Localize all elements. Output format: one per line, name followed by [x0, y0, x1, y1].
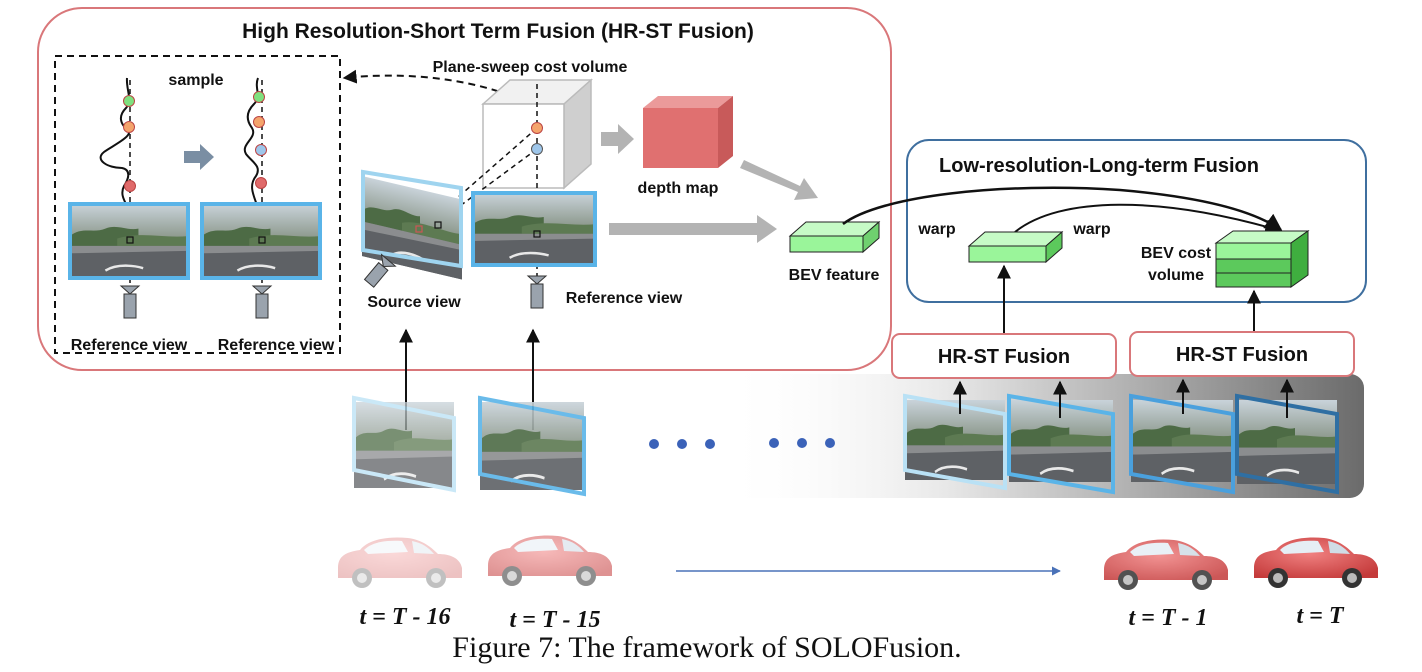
reference-view-label: Reference view	[218, 337, 335, 354]
time-label: t = T - 15	[510, 607, 601, 633]
hrst-fusion-title: High Resolution-Short Term Fusion (HR-ST…	[242, 20, 754, 43]
warp-label: warp	[917, 221, 956, 238]
pixel-marker	[258, 236, 266, 244]
reference-frame-left	[68, 202, 190, 280]
hrst-fusion-box	[1129, 331, 1355, 377]
bev-feature-slab	[967, 230, 1064, 264]
time-label: t = T	[1296, 603, 1344, 629]
bev-feature-label: BEV feature	[789, 267, 880, 284]
depth-hypothesis-orange	[531, 122, 543, 134]
plane-sweep-cost-volume	[481, 78, 593, 190]
reference-frame-right	[200, 202, 322, 280]
camera-icon	[363, 253, 397, 288]
car-icon	[488, 535, 612, 586]
pixel-marker	[434, 221, 442, 229]
sample-point-green	[253, 91, 265, 103]
input-frame	[1007, 393, 1115, 495]
arrow-icon	[740, 160, 818, 200]
bev-feature-slab	[788, 220, 881, 254]
sample-point-blue	[255, 144, 267, 156]
input-frame	[1235, 393, 1339, 495]
input-frame	[352, 395, 456, 493]
hrst-fusion-box	[891, 333, 1117, 379]
bev-cost-label: volume	[1148, 267, 1204, 284]
ellipsis-right	[769, 438, 835, 448]
arrow-icon	[601, 124, 634, 154]
time-label: t = T - 16	[360, 604, 451, 630]
lr-lt-fusion-title: Low-resolution-Long-term Fusion	[939, 155, 1259, 177]
time-label: t = T - 1	[1129, 605, 1208, 631]
reference-view-frame	[471, 191, 597, 267]
input-frame	[1129, 393, 1235, 495]
camera-icon	[526, 275, 548, 309]
sample-dashed-box	[54, 55, 341, 354]
lr-lt-fusion-panel	[906, 139, 1367, 303]
hrst-fusion-panel	[37, 7, 892, 371]
input-frame	[903, 393, 1007, 491]
figure-caption: Figure 7: The framework of SOLOFusion.	[452, 631, 961, 664]
hrst-fusion-box-label: HR-ST Fusion	[938, 346, 1070, 368]
source-view-label: Source view	[367, 294, 461, 311]
car-icon	[1104, 539, 1228, 590]
sample-arrow-icon	[184, 144, 214, 170]
reference-view-label: Reference view	[566, 290, 683, 307]
bev-cost-volume-stack	[1214, 230, 1310, 288]
pixel-marker	[533, 230, 541, 238]
camera-icon	[251, 285, 273, 319]
sample-point-red	[255, 177, 267, 189]
arrow-icon	[609, 215, 777, 243]
car-icon	[338, 537, 462, 588]
bev-cost-label: BEV cost	[1141, 245, 1212, 262]
depth-hypothesis-blue	[531, 143, 543, 155]
warp-label: warp	[1072, 221, 1111, 238]
warp-arrow	[842, 186, 1283, 232]
sample-point-orange	[123, 121, 135, 133]
car-icon	[1254, 537, 1378, 588]
plane-sweep-label: Plane-sweep cost volume	[433, 59, 628, 76]
source-view-frame	[360, 169, 464, 281]
hrst-fusion-box-label: HR-ST Fusion	[1176, 344, 1308, 366]
distribution-curve-right	[243, 77, 259, 209]
ellipsis-left	[649, 439, 715, 449]
source-ray	[383, 148, 538, 263]
sample-label: sample	[168, 72, 223, 89]
sample-point-green	[123, 95, 135, 107]
warp-arrow	[1014, 203, 1280, 234]
sample-point-red	[124, 180, 136, 192]
sample-point-orange	[253, 116, 265, 128]
input-frame	[478, 395, 586, 497]
reference-view-label: Reference view	[71, 337, 188, 354]
depth-map-block	[643, 96, 733, 168]
depth-map-label: depth map	[638, 180, 719, 197]
camera-icon	[119, 285, 141, 319]
pixel-marker	[126, 236, 134, 244]
pixel-marker	[415, 225, 423, 233]
